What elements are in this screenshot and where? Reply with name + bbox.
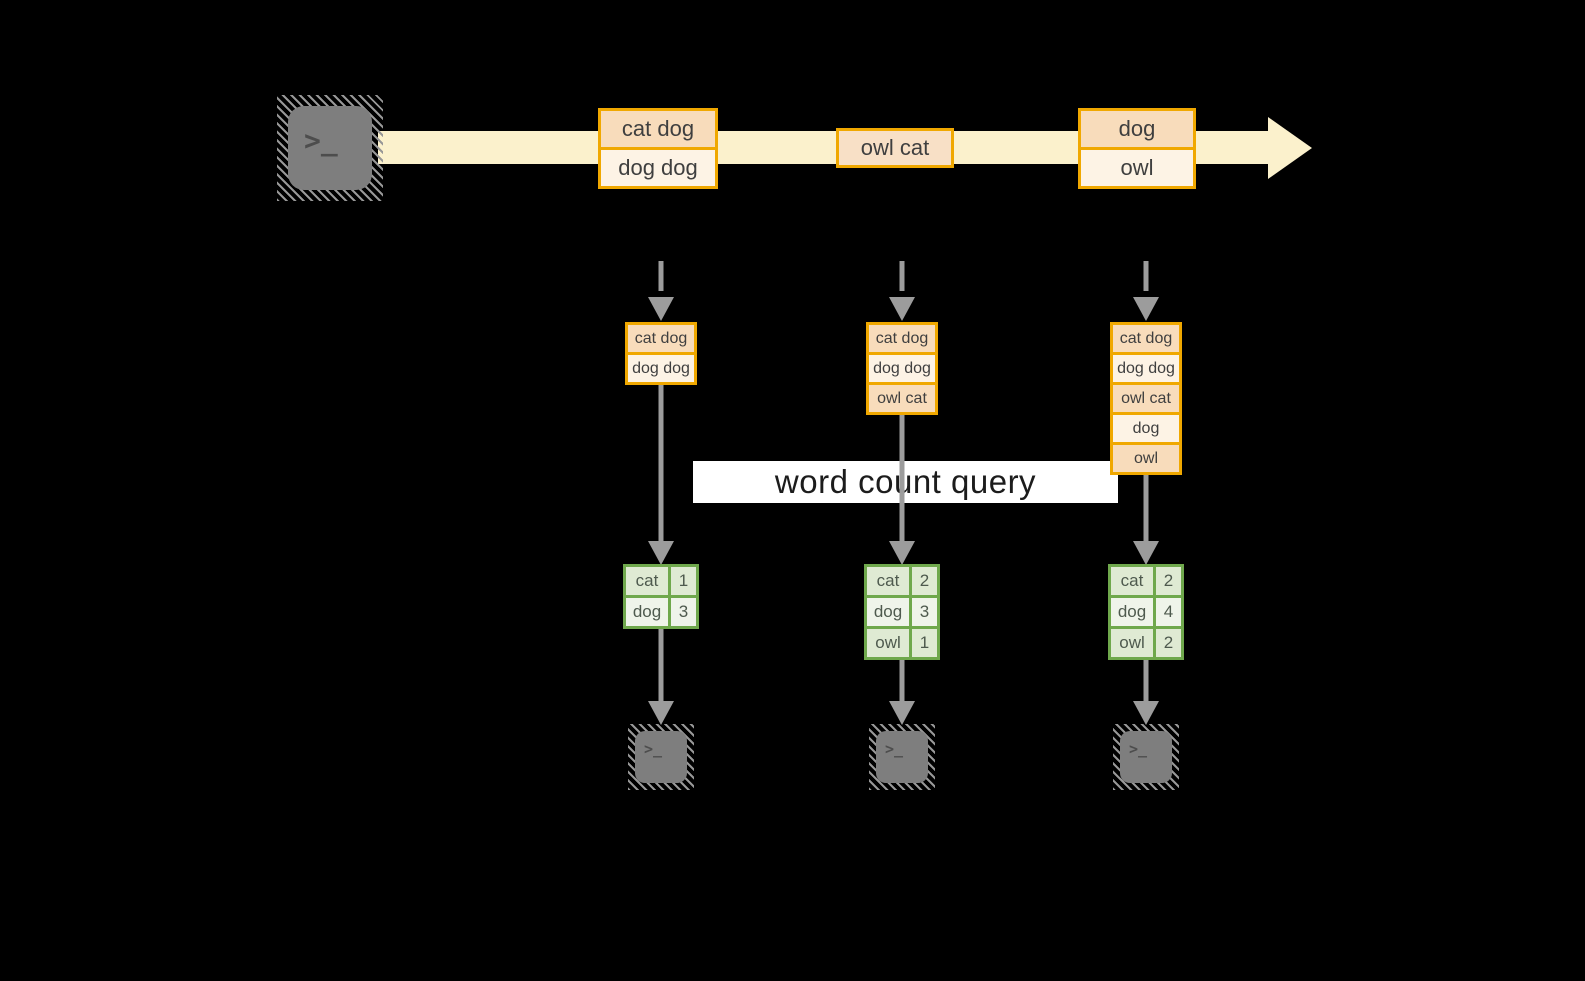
sample-arrowhead-2-icon [889, 297, 915, 321]
state-row: cat dog [1113, 325, 1179, 352]
state-box-3: cat dog dog dog owl cat dog owl [1110, 322, 1182, 475]
terminal-prompt-glyph: >_ [644, 740, 663, 758]
count-value-cell: 2 [1156, 567, 1181, 595]
count-value-cell: 2 [1156, 629, 1181, 657]
count-word-cell: cat [1111, 567, 1153, 595]
sample-arrowhead-3-icon [1133, 297, 1159, 321]
count-value-cell: 1 [671, 567, 696, 595]
count-word-cell: dog [867, 598, 909, 626]
stream-event-line: owl [1081, 150, 1193, 186]
query-arrowhead-2-icon [889, 541, 915, 565]
terminal-screen: >_ [635, 731, 687, 783]
stream-event-box-3: dog owl [1078, 108, 1196, 189]
terminal-prompt-glyph: >_ [1129, 740, 1148, 758]
stream-event-line: dog dog [601, 150, 715, 186]
count-table-1: cat 1 dog 3 [623, 564, 699, 629]
count-value-cell: 4 [1156, 598, 1181, 626]
query-label-bar: word count query [693, 461, 1118, 503]
state-row: cat dog [869, 325, 935, 352]
count-word-cell: dog [1111, 598, 1153, 626]
source-terminal-icon: >_ [277, 95, 383, 201]
query-arrowhead-3-icon [1133, 541, 1159, 565]
count-value-cell: 3 [671, 598, 696, 626]
count-value-cell: 2 [912, 567, 937, 595]
output-arrowhead-2-icon [889, 701, 915, 725]
stream-event-line: dog [1081, 111, 1193, 147]
state-row: dog dog [869, 355, 935, 382]
state-row: dog dog [628, 355, 694, 382]
terminal-screen: >_ [1120, 731, 1172, 783]
state-box-1: cat dog dog dog [625, 322, 697, 385]
count-table-3: cat 2 dog 4 owl 2 [1108, 564, 1184, 660]
state-box-2: cat dog dog dog owl cat [866, 322, 938, 415]
stream-band-arrowhead-icon [1268, 117, 1312, 179]
count-word-cell: cat [626, 567, 668, 595]
stream-event-line: cat dog [601, 111, 715, 147]
output-terminal-icon-3: >_ [1113, 724, 1179, 790]
state-row: owl cat [869, 385, 935, 412]
count-table-2: cat 2 dog 3 owl 1 [864, 564, 940, 660]
count-word-cell: owl [1111, 629, 1153, 657]
output-terminal-icon-2: >_ [869, 724, 935, 790]
terminal-prompt-glyph: >_ [304, 124, 338, 157]
query-arrowhead-1-icon [648, 541, 674, 565]
output-arrowhead-1-icon [648, 701, 674, 725]
sample-arrowhead-1-icon [648, 297, 674, 321]
stream-event-box-2: owl cat [836, 128, 954, 168]
state-row: owl cat [1113, 385, 1179, 412]
count-word-cell: cat [867, 567, 909, 595]
count-value-cell: 1 [912, 629, 937, 657]
state-row: cat dog [628, 325, 694, 352]
state-row: owl [1113, 445, 1179, 472]
stream-event-box-1: cat dog dog dog [598, 108, 718, 189]
count-word-cell: owl [867, 629, 909, 657]
output-terminal-icon-1: >_ [628, 724, 694, 790]
stream-event-line: owl cat [839, 131, 951, 165]
query-label: word count query [774, 463, 1037, 500]
count-word-cell: dog [626, 598, 668, 626]
state-row: dog dog [1113, 355, 1179, 382]
terminal-prompt-glyph: >_ [885, 740, 904, 758]
terminal-screen: >_ [876, 731, 928, 783]
state-row: dog [1113, 415, 1179, 442]
terminal-screen: >_ [288, 106, 372, 190]
output-arrowhead-3-icon [1133, 701, 1159, 725]
count-value-cell: 3 [912, 598, 937, 626]
